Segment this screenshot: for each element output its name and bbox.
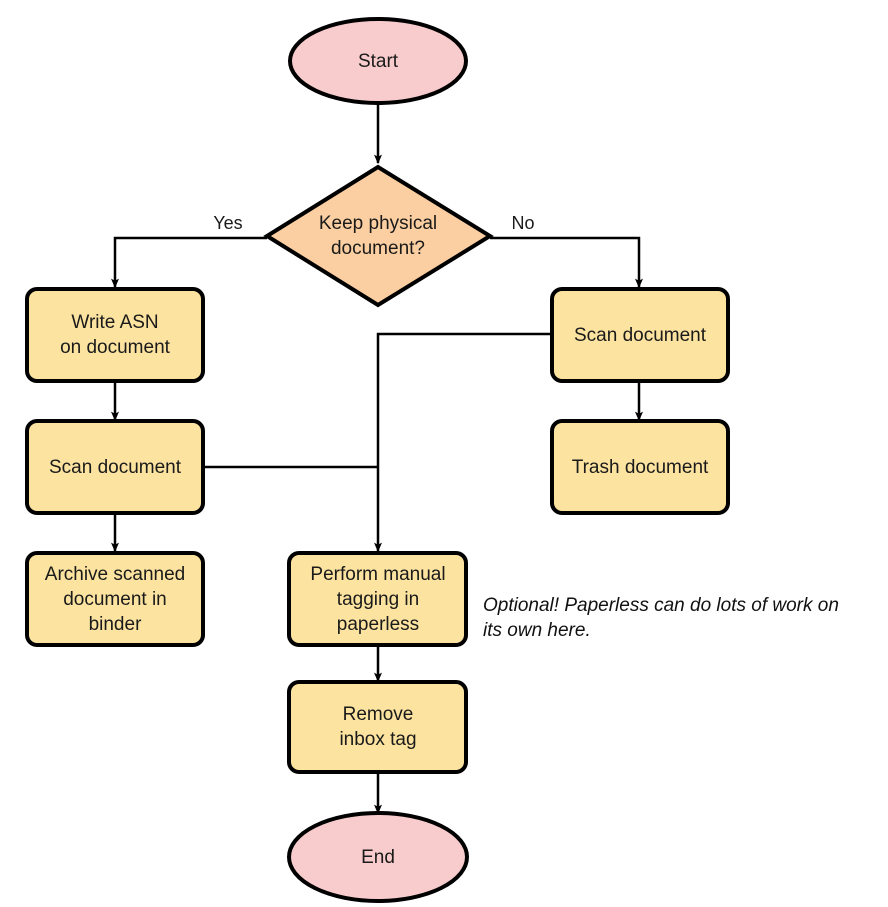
trash-document-label: Trash document	[572, 457, 709, 478]
start-ellipse-shape	[288, 17, 468, 105]
start-label: Start	[358, 51, 399, 72]
node-scan-document-left[interactable]: Scan document	[25, 419, 205, 515]
node-scan-document-right[interactable]: Scan document	[550, 287, 730, 383]
edge-label-yes: Yes	[213, 213, 242, 233]
scan-document-right-label: Scan document	[574, 325, 707, 346]
archive-box-shape	[25, 551, 205, 647]
remove-inbox-tag-label-line1: Remove	[343, 704, 414, 725]
edge-layer	[111, 104, 643, 815]
archive-label-line1: Archive scanned	[45, 564, 185, 585]
edge-label-no: No	[511, 213, 534, 233]
node-archive-scanned-document[interactable]: Archive scanned document in binder	[25, 551, 205, 647]
node-write-asn-on-document[interactable]: Write ASN on document	[25, 287, 205, 383]
remove-inbox-tag-label-line2: inbox tag	[339, 729, 416, 750]
end-ellipse-shape	[287, 811, 469, 903]
node-layer: Start Keep physical document? Write ASN …	[25, 17, 730, 903]
node-end[interactable]: End	[287, 811, 469, 903]
write-asn-box-shape	[25, 287, 205, 383]
node-keep-physical-document-decision[interactable]: Keep physical document?	[263, 164, 494, 308]
node-remove-inbox-tag[interactable]: Remove inbox tag	[287, 680, 468, 774]
archive-label-line2: document in	[63, 589, 167, 610]
decision-label-line1: Keep physical	[319, 213, 437, 234]
tagging-box-shape	[287, 551, 468, 647]
node-start[interactable]: Start	[288, 17, 468, 105]
annotation-line2: its own here.	[483, 620, 591, 641]
end-label: End	[361, 847, 395, 868]
scan-document-left-label: Scan document	[49, 457, 182, 478]
write-asn-label-line2: on document	[60, 337, 171, 358]
edge-decision-no-to-scan-right	[490, 236, 643, 289]
scan-document-left-box-shape	[25, 419, 205, 515]
scan-document-right-box-shape	[550, 287, 730, 383]
archive-label-line3: binder	[89, 614, 142, 635]
tagging-label-line1: Perform manual	[310, 564, 445, 585]
edge-decision-yes-to-write-asn	[111, 236, 267, 289]
edge-label-layer: Yes No	[213, 213, 534, 233]
edge-scan-right-to-tagging	[374, 332, 552, 553]
node-trash-document[interactable]: Trash document	[550, 419, 730, 515]
tagging-label-line3: paperless	[337, 614, 419, 635]
tagging-label-line2: tagging in	[337, 589, 419, 610]
trash-document-box-shape	[550, 419, 730, 515]
decision-label-line2: document?	[331, 238, 425, 259]
remove-inbox-tag-box-shape	[287, 680, 468, 774]
decision-diamond-shape	[263, 164, 494, 308]
annotation-line1: Optional! Paperless can do lots of work …	[483, 595, 839, 616]
annotation-optional-note: Optional! Paperless can do lots of work …	[483, 595, 839, 641]
write-asn-label-line1: Write ASN	[71, 312, 158, 333]
node-perform-manual-tagging[interactable]: Perform manual tagging in paperless	[287, 551, 468, 647]
